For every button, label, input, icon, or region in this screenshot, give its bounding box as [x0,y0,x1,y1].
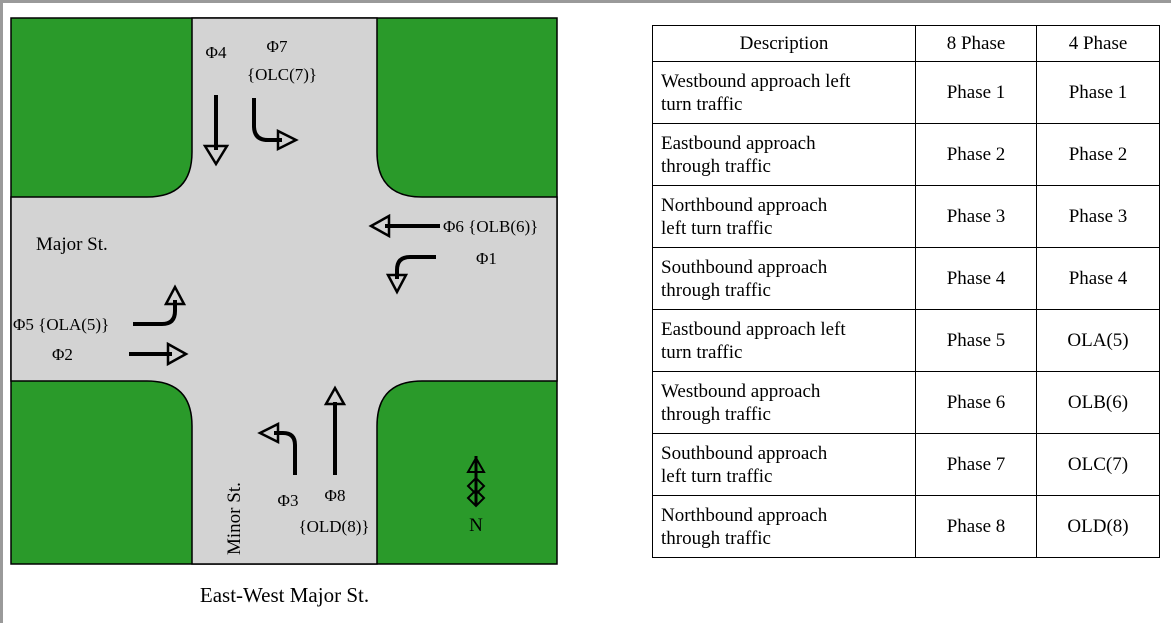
phase-4-cell: Phase 3 [1036,185,1160,248]
label-phi6-olb6: Φ6 {OLB(6)} [443,217,538,236]
label-phi5-ola5: Φ5 {OLA(5)} [13,315,109,334]
table-header-row: Description 8 Phase 4 Phase [652,25,1160,62]
label-phi7: Φ7 [267,37,288,56]
description-line: through traffic [661,403,771,425]
description-line: Westbound approach left [661,70,851,92]
phase-table: Description 8 Phase 4 Phase Westbound ap… [652,25,1160,558]
phase-4-cell: OLB(6) [1036,371,1160,434]
southbound-left-arrow [252,98,299,152]
phase-4-cell: Phase 1 [1036,61,1160,124]
phase-4-cell: OLA(5) [1036,309,1160,372]
phase-4-cell: Phase 2 [1036,123,1160,186]
southbound-through-arrow [202,95,230,167]
description-line: through traffic [661,155,771,177]
phase-4-cell: Phase 4 [1036,247,1160,310]
phase-8-cell: Phase 6 [915,371,1037,434]
description-line: Southbound approach [661,442,828,464]
column-header-description: Description [652,25,916,62]
label-old8: {OLD(8)} [298,517,369,536]
phase-8-cell: Phase 5 [915,309,1037,372]
street-label-minor: Minor St. [224,482,245,555]
label-phi8: Φ8 [325,486,346,505]
description-line: turn traffic [661,93,743,115]
phase-8-cell: Phase 1 [915,61,1037,124]
description-line: Eastbound approach left [661,318,846,340]
phase-8-cell: Phase 4 [915,247,1037,310]
label-phi4: Φ4 [206,43,227,62]
label-phi3: Φ3 [278,491,299,510]
phase-4-cell: OLC(7) [1036,433,1160,496]
description-line: through traffic [661,279,771,301]
description-line: turn traffic [661,341,743,363]
description-line: Eastbound approach [661,132,816,154]
phase-8-cell: Phase 3 [915,185,1037,248]
figure-caption: East-West Major St. [199,583,370,607]
label-phi1: Φ1 [476,249,497,268]
description-line: Westbound approach [661,380,821,402]
phase-8-cell: Phase 7 [915,433,1037,496]
north-label: N [469,515,483,536]
description-line: left turn traffic [661,465,773,487]
roadway [10,17,558,565]
north-arrow-icon [466,455,486,508]
phase-8-cell: Phase 2 [915,123,1037,186]
column-header-8-phase: 8 Phase [915,25,1037,62]
column-header-4-phase: 4 Phase [1036,25,1160,62]
eastbound-left-arrow [133,284,187,326]
label-phi2: Φ2 [52,345,73,364]
eastbound-through-arrow [129,341,189,367]
label-olc7: {OLC(7)} [247,65,317,84]
intersection-diagram: Φ4 Φ7 {OLC(7)} Φ6 {OLB(6)} Φ1 Major St. … [10,17,558,565]
phase-4-cell: OLD(8) [1036,495,1160,558]
phase-8-cell: Phase 8 [915,495,1037,558]
description-line: Northbound approach [661,194,828,216]
northbound-through-arrow [323,385,347,475]
description-line: through traffic [661,527,771,549]
westbound-left-arrow [385,255,436,295]
street-label-major: Major St. [36,234,108,255]
description-line: Northbound approach [661,504,828,526]
northbound-left-arrow [257,421,297,475]
westbound-through-arrow [368,213,440,239]
description-line: left turn traffic [661,217,773,239]
description-line: Southbound approach [661,256,828,278]
